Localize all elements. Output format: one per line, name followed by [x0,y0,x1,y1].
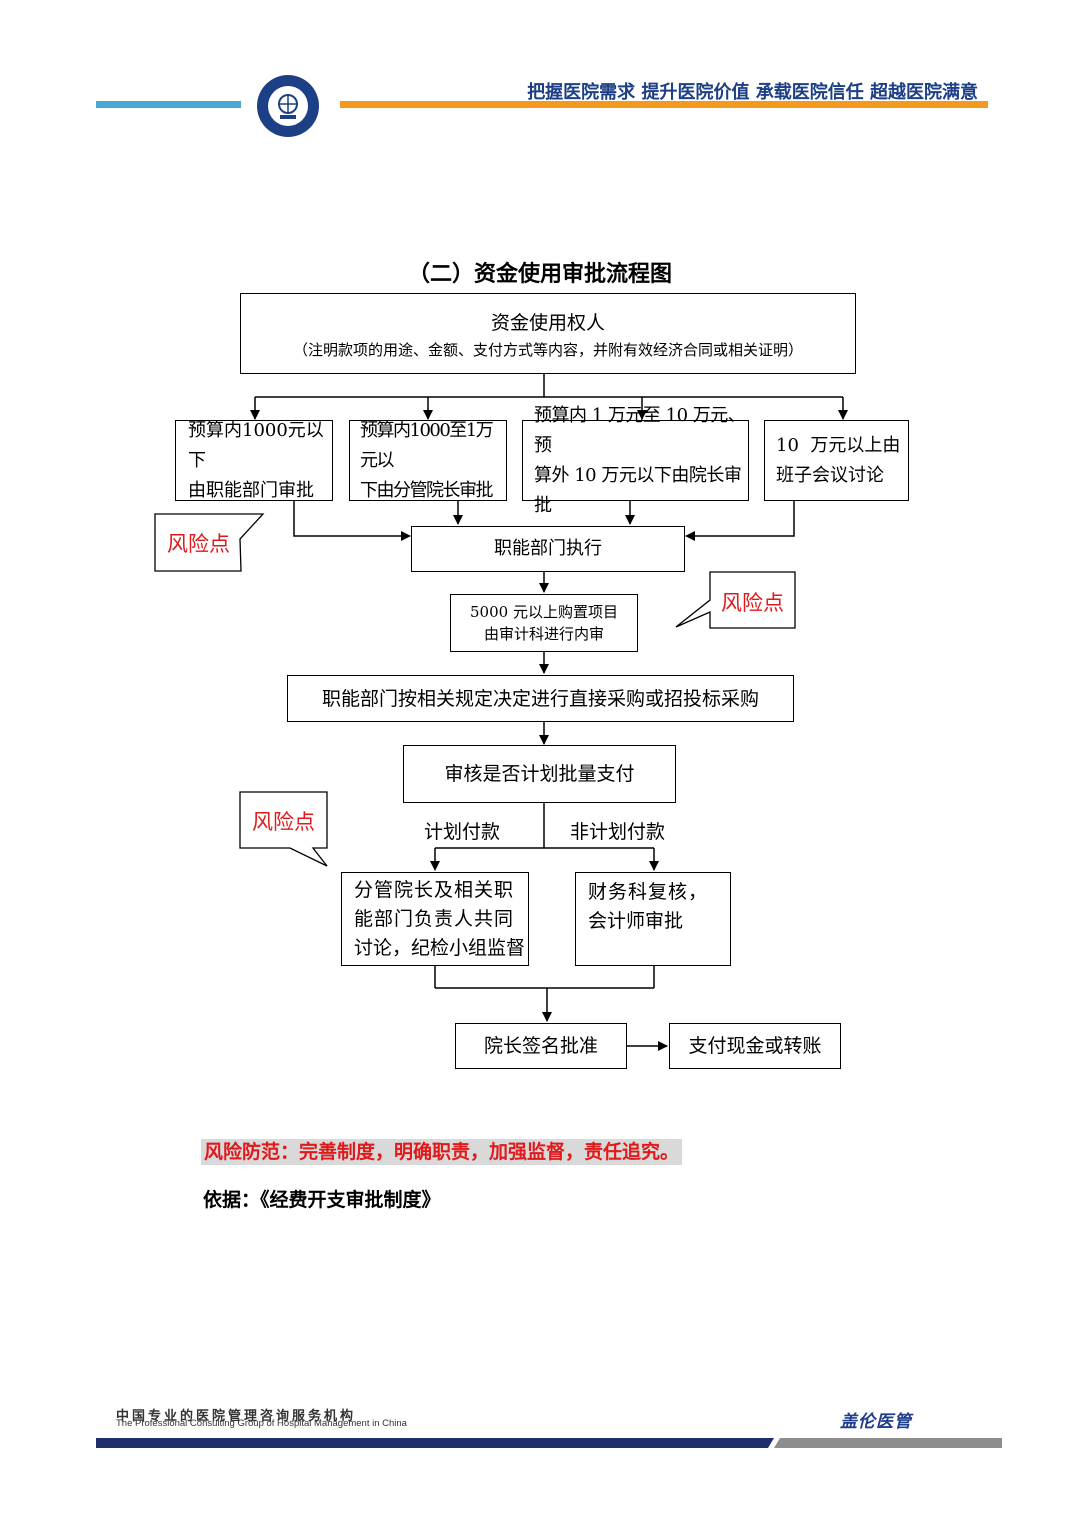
planned-payment-box: 分管院长及相关职 能部门负责人共同 讨论，纪检小组监督 [341,872,529,966]
branch2-line1: 预算内1000至1万元以 [360,419,494,471]
procurement-box: 职能部门按相关规定决定进行直接采购或招投标采购 [287,675,794,722]
payment-label: 支付现金或转账 [688,1035,822,1057]
audit-line2: 由审计科进行内审 [483,625,604,643]
risk-point-1: 风险点 [167,532,230,556]
procurement-label: 职能部门按相关规定决定进行直接采购或招投标采购 [321,687,759,710]
basis-text: 依据：《经费开支审批制度》 [203,1189,441,1211]
director-approval-box: 院长签名批准 [455,1023,627,1069]
fund-user-note: （注明款项的用途、金额、支付方式等内容，并附有效经济合同或相关证明） [292,340,803,359]
risk-point-2: 风险点 [721,591,784,615]
internal-audit-box: 5000 元以上购置项目 由审计科进行内审 [450,594,638,652]
execute-label: 职能部门执行 [494,538,602,559]
review-box: 审核是否计划批量支付 [403,745,676,803]
footer-chinese-tagline: 中国专业的医院管理咨询服务机构 [116,1409,357,1424]
execute-box: 职能部门执行 [411,526,685,572]
branch-1000-to-10000-box: 预算内1000至1万元以 下由分管院长审批 [349,420,507,501]
branch-over-100000-box: 10 万元以上由 班子会议讨论 [764,420,909,501]
unplanned-line2: 会计师审批 [588,910,684,932]
risk-callout-3-shape [239,791,328,867]
branch1-line1: 预算内1000元以下 [188,419,324,471]
footer-brand-logo: 盖伦医管 [840,1412,912,1432]
unplanned-payment-label: 非计划付款 [570,821,666,843]
footer-english-tagline: The Professional Consulting Group of Hos… [116,1418,407,1429]
director-label: 院长签名批准 [483,1035,598,1057]
footer-bars [96,1438,1002,1448]
branch-under-1000-box: 预算内1000元以下 由职能部门审批 [175,420,333,501]
fund-user-title: 资金使用权人 [490,311,605,334]
branch4-line1: 10 万元以上由 [776,434,901,456]
unplanned-payment-box: 财务科复核， 会计师审批 [575,872,731,966]
branch1-line2: 由职能部门审批 [188,479,314,501]
planned-payment-label: 计划付款 [424,821,501,843]
planned-line2: 能部门负责人共同 [354,907,515,930]
risk-callout-2-shape [675,571,796,629]
audit-line1: 5000 元以上购置项目 [470,603,618,621]
header-orange-bar [340,101,988,108]
risk-callout-1-shape [154,513,265,572]
header-slogan: 把握医院需求 提升医院价值 承载医院信任 超越医院满意 [527,82,978,103]
risk-point-3: 风险点 [252,810,315,834]
branch-10000-to-100000-box: 预算内 1 万元至 10 万元、预 算外 10 万元以下由院长审批 [522,405,749,516]
planned-line3: 讨论，纪检小组监督 [354,936,526,959]
payment-box: 支付现金或转账 [669,1023,841,1069]
hospital-consulting-logo-icon [257,75,319,137]
risk-prevention-text: 风险防范：完善制度，明确职责，加强监督，责任追究。 [201,1139,683,1165]
branch2-line2: 下由分管院长审批 [360,479,494,501]
branch3-line2: 算外 10 万元以下由院长审批 [534,464,742,516]
branch3-line1: 预算内 1 万元至 10 万元、预 [534,404,746,456]
review-label: 审核是否计划批量支付 [444,763,635,785]
fund-user-box: 资金使用权人 （注明款项的用途、金额、支付方式等内容，并附有效经济合同或相关证明… [240,293,856,374]
header-blue-bar [96,101,241,108]
branch4-line2: 班子会议讨论 [776,464,884,486]
page-title: （二）资金使用审批流程图 [407,261,672,287]
unplanned-line1: 财务科复核， [588,881,709,903]
planned-line1: 分管院长及相关职 [354,878,515,901]
